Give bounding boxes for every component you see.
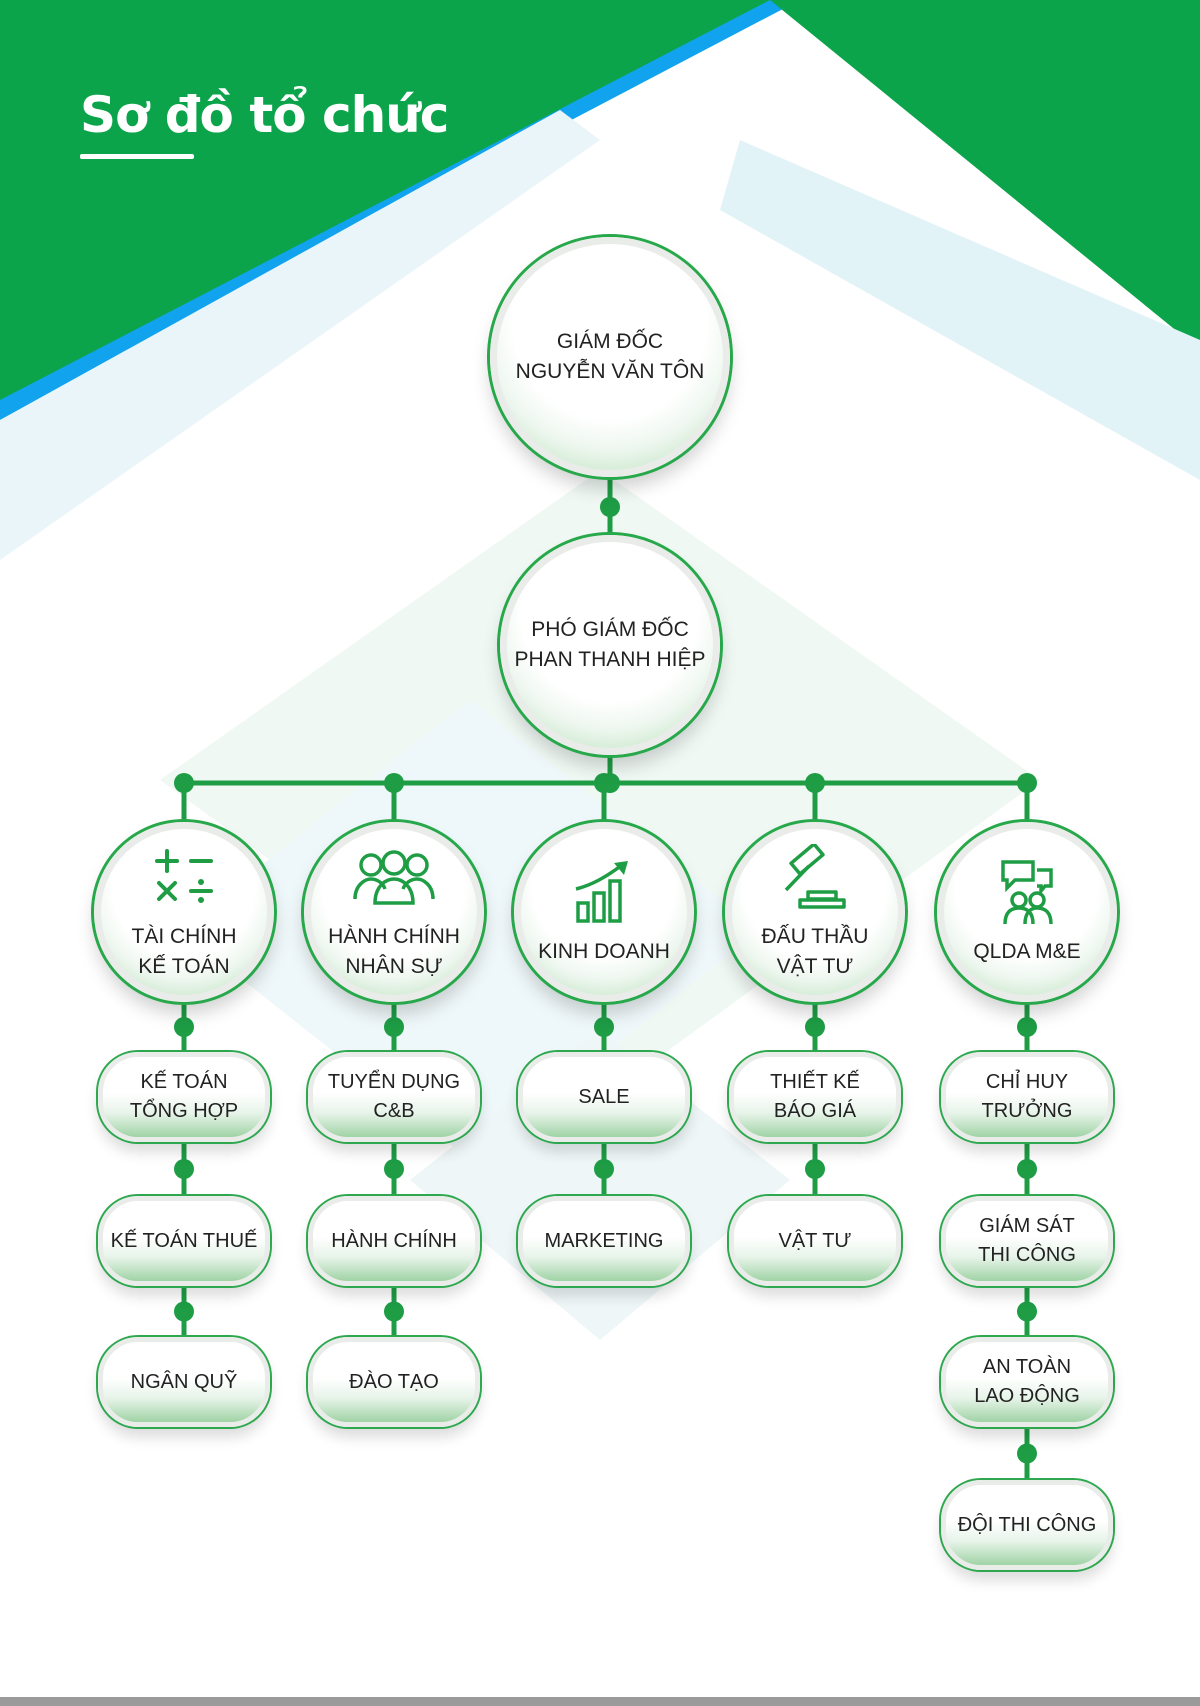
connector-dot — [384, 1159, 404, 1179]
deputy-title: PHÓ GIÁM ĐỐC — [531, 618, 689, 641]
connector-dot — [594, 1017, 614, 1037]
sub-unit-node: TUYỂN DỤNG C&B — [308, 1052, 480, 1142]
sub-unit-label: ĐÀO TẠO — [349, 1370, 439, 1393]
header-green-corner — [770, 0, 1200, 350]
connector-dot — [384, 773, 404, 793]
connector-dot — [1017, 1017, 1037, 1037]
department-node: HÀNH CHÍNH NHÂN SỰ — [304, 822, 484, 1002]
department-node: ĐẤU THẦU VẬT TƯ — [725, 822, 905, 1002]
gavel-icon — [778, 842, 852, 912]
sub-unit-label: MARKETING — [544, 1229, 664, 1252]
department-label: TÀI CHÍNH KẾ TOÁN — [131, 925, 237, 978]
sub-unit-label: SALE — [578, 1085, 630, 1108]
connector-dot — [1017, 1301, 1037, 1322]
bottom-rule — [0, 1697, 1200, 1706]
connectors — [174, 477, 1037, 1480]
connector-dot — [174, 773, 194, 793]
department-node: QLDA M&E — [937, 822, 1117, 1002]
title-underline — [80, 154, 194, 159]
sub-unit-label: AN TOÀN LAO ĐỘNG — [974, 1356, 1080, 1407]
sub-unit-label: VẬT TƯ — [778, 1229, 852, 1252]
sub-unit-label: KẾ TOÁN THUẾ — [110, 1229, 258, 1252]
sub-unit-label: GIÁM SÁT THI CÔNG — [978, 1215, 1076, 1266]
sub-unit-node: NGÂN QUỸ — [98, 1337, 270, 1427]
connector-dot — [805, 1017, 825, 1037]
sub-unit-node: KẾ TOÁN THUẾ — [98, 1196, 270, 1286]
growth-chart-icon — [574, 857, 634, 927]
department-label: KINH DOANH — [538, 940, 670, 963]
calculator-icon — [151, 842, 217, 912]
sub-unit-label: KẾ TOÁN TỔNG HỢP — [129, 1071, 239, 1122]
sub-unit-node: GIÁM SÁT THI CÔNG — [941, 1196, 1113, 1286]
connector-dot — [600, 773, 620, 793]
sub-unit-label: TUYỂN DỤNG C&B — [327, 1071, 461, 1122]
sub-unit-node: HÀNH CHÍNH — [308, 1196, 480, 1286]
sub-unit-node: SALE — [518, 1052, 690, 1142]
connector-dot — [594, 1159, 614, 1179]
deputy-name: PHAN THANH HIỆP — [514, 648, 706, 671]
connector-dot — [805, 1159, 825, 1179]
header-light-band — [720, 140, 1200, 480]
connector-dot — [1017, 1443, 1037, 1464]
connector-dot — [600, 497, 620, 517]
connector-dot — [805, 773, 825, 793]
department-node: KINH DOANH — [514, 822, 694, 1002]
deputy-director-node: PHÓ GIÁM ĐỐC PHAN THANH HIỆP — [500, 535, 720, 755]
connector-dot — [384, 1301, 404, 1322]
background-diamond — [410, 1030, 790, 1340]
department-label: HÀNH CHÍNH NHÂN SỰ — [328, 925, 460, 978]
department-label: ĐẤU THẦU VẬT TƯ — [761, 925, 869, 978]
connector-dot — [174, 1159, 194, 1179]
sub-unit-node: MARKETING — [518, 1196, 690, 1286]
meeting-icon — [997, 857, 1057, 927]
director-title: GIÁM ĐỐC — [556, 330, 664, 353]
sub-unit-node: VẬT TƯ — [729, 1196, 901, 1286]
connector-dot — [384, 1017, 404, 1037]
connector-dot — [1017, 1159, 1037, 1179]
sub-unit-node: ĐỘI THI CÔNG — [941, 1480, 1113, 1570]
connector-dot — [174, 1301, 194, 1322]
page-title: Sơ đồ tổ chức — [80, 86, 449, 144]
people-icon — [351, 842, 437, 912]
department-label: QLDA M&E — [973, 940, 1081, 963]
sub-unit-label: CHỈ HUY TRƯỞNG — [981, 1071, 1073, 1122]
department-node: TÀI CHÍNH KẾ TOÁN — [94, 822, 274, 1002]
connector-dot — [1017, 773, 1037, 793]
sub-unit-node: THIẾT KẾ BÁO GIÁ — [729, 1052, 901, 1142]
sub-unit-label: ĐỘI THI CÔNG — [957, 1513, 1097, 1536]
sub-unit-node: ĐÀO TẠO — [308, 1337, 480, 1427]
sub-unit-label: NGÂN QUỸ — [130, 1370, 238, 1393]
header-green-band — [0, 0, 770, 400]
connector-dot — [174, 1017, 194, 1037]
director-name: NGUYỄN VĂN TÔN — [515, 360, 705, 383]
sub-unit-node: AN TOÀN LAO ĐỘNG — [941, 1337, 1113, 1427]
header-light-band-left — [0, 110, 600, 560]
sub-unit-node: CHỈ HUY TRƯỞNG — [941, 1052, 1113, 1142]
director-node: GIÁM ĐỐC NGUYỄN VĂN TÔN — [490, 237, 730, 477]
sub-unit-node: KẾ TOÁN TỔNG HỢP — [98, 1052, 270, 1142]
sub-unit-label: HÀNH CHÍNH — [331, 1229, 457, 1252]
sub-unit-label: THIẾT KẾ BÁO GIÁ — [770, 1071, 860, 1122]
